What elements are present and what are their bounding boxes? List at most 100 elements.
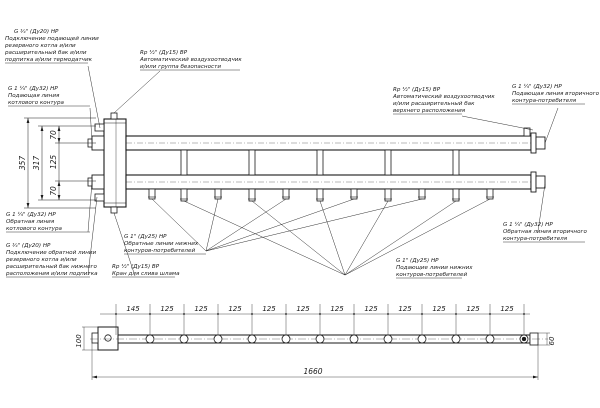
dim-arrows-side xyxy=(26,118,61,208)
leader-line xyxy=(87,65,101,129)
leader-line xyxy=(544,107,559,144)
boiler-return-thread xyxy=(87,177,93,187)
air-vent-nipple xyxy=(110,112,118,120)
dim-tick xyxy=(149,313,151,315)
supply-branch-riser xyxy=(180,149,188,176)
label-line: Обратная линия вторичного xyxy=(503,229,587,235)
leader-line xyxy=(113,70,161,114)
dim-357: 357 xyxy=(18,156,27,171)
return-end-flange xyxy=(530,171,537,193)
label-line: и/или расширительный бак xyxy=(393,101,475,107)
leader-line xyxy=(537,183,546,232)
dim-spacing: 125 xyxy=(500,305,514,313)
label-line: G ¾" (Ду20) НР xyxy=(6,243,51,249)
dim-70-bottom: 70 xyxy=(49,186,58,196)
return-branch-outlet xyxy=(486,188,494,200)
plan-outlet xyxy=(485,334,495,344)
leader-line xyxy=(205,198,423,252)
dim-spacing: 125 xyxy=(262,305,276,313)
plan-outlet xyxy=(315,334,325,344)
plan-dimensions: 1660 100 60 xyxy=(75,334,556,376)
dim-plan-60: 60 xyxy=(548,336,556,345)
label-return-boiler-g34: G ¾" (Ду20) НР Подключение обратной лини… xyxy=(5,243,98,277)
dim-spacing: 125 xyxy=(228,305,242,313)
label-line: Обратная линия xyxy=(6,219,55,225)
label-line: G ¾" (Ду20) НР xyxy=(14,29,59,35)
dim-arrow xyxy=(26,203,30,208)
label-air-vent-top: Rp ½" (Ду15) ВР Автоматический воздухоот… xyxy=(139,49,242,70)
dim-spacing: 125 xyxy=(432,305,446,313)
label-supply-secondary-right: G 1 ¼" (Ду32) НР Подающая линия вторично… xyxy=(512,84,600,104)
dim-arrow xyxy=(57,126,61,131)
label-drain-valve: Rp ½" (Ду15) ВР Кран для слива шлама xyxy=(112,263,180,277)
label-return-consumers: G 1" (Ду25) НР Обратные линии нижних кон… xyxy=(124,234,199,254)
dim-arrow xyxy=(40,126,44,131)
label-line: контура-потребителя xyxy=(512,98,577,104)
label-line: резервного котла и/или xyxy=(5,257,77,263)
plan-outlet xyxy=(247,334,257,344)
reserve-supply-port xyxy=(94,123,105,132)
dim-tick xyxy=(319,313,321,315)
side-dimensions: 357 317 70 125 70 xyxy=(18,117,96,209)
dim-arrow xyxy=(57,138,61,143)
plan-separator-vent xyxy=(104,334,112,342)
dim-tick xyxy=(115,313,117,315)
label-line: расширительный бак нижнего xyxy=(5,264,97,270)
plan-outlet xyxy=(179,334,189,344)
leader-line xyxy=(183,200,346,276)
dim-arrow xyxy=(26,118,30,123)
return-branch-outlet xyxy=(148,188,156,200)
dim-tick xyxy=(285,313,287,315)
label-line: контуров-потребителей xyxy=(124,248,195,254)
dim-spacing: 125 xyxy=(194,305,208,313)
dim-tick xyxy=(217,313,219,315)
dim-spacing: 125 xyxy=(160,305,174,313)
leader-line xyxy=(319,200,346,276)
label-air-vent-right: Rp ½" (Ду15) ВР Автоматический воздухоот… xyxy=(392,86,495,114)
return-branch-outlet xyxy=(282,188,290,200)
label-line: Подключение обратной линии xyxy=(6,250,97,256)
separator-body xyxy=(103,118,127,208)
dim-125: 125 xyxy=(49,155,58,170)
dim-spacing: 125 xyxy=(364,305,378,313)
label-line: Rp ½" (Ду15) ВР xyxy=(140,49,188,56)
dim-70-top: 70 xyxy=(49,130,58,140)
dim-tick xyxy=(387,313,389,315)
dim-317: 317 xyxy=(32,156,41,171)
return-right-port xyxy=(535,175,546,189)
leader-line xyxy=(205,198,287,252)
label-line: Подающая линия вторичного xyxy=(512,91,600,97)
dim-tick xyxy=(523,313,525,315)
leader-line xyxy=(151,198,207,252)
dim-tick xyxy=(183,313,185,315)
label-line: G 1" (Ду25) НР xyxy=(396,258,439,264)
supply-branch-riser xyxy=(384,149,392,176)
leader-lines xyxy=(5,62,585,279)
label-line: расширительный бак и/или xyxy=(4,50,87,56)
dim-tick xyxy=(421,313,423,315)
dim-spacing: 125 xyxy=(466,305,480,313)
return-branch-outlet xyxy=(350,188,358,200)
boiler-return-port xyxy=(91,174,105,190)
leader-line xyxy=(89,107,93,143)
supply-branch-riser xyxy=(316,149,324,176)
label-supply-consumers: G 1" (Ду25) НР Подающие линии нижних кон… xyxy=(396,258,473,278)
label-line: и/или группа безопасности xyxy=(140,64,221,70)
label-line: Автоматический воздухоотводчик xyxy=(392,94,495,100)
plan-outlet xyxy=(281,334,291,344)
plan-boiler-port xyxy=(91,332,99,344)
label-line: подпитка и/или термодатчик xyxy=(5,57,93,63)
leader-line xyxy=(87,181,93,233)
dim-arrow xyxy=(40,195,44,200)
dim-tick xyxy=(251,313,253,315)
label-line: контура-потребителя xyxy=(503,236,568,242)
front-view xyxy=(87,112,546,214)
dim-spacing: 125 xyxy=(296,305,310,313)
supply-branch-riser xyxy=(452,149,460,176)
label-line: резервного котла и/или xyxy=(4,43,76,49)
plan-outlet-vent xyxy=(521,336,527,342)
leader-line xyxy=(205,198,355,252)
label-return-boiler-g114: G 1 ¼" (Ду32) НР Обратная линия котловог… xyxy=(6,212,62,232)
